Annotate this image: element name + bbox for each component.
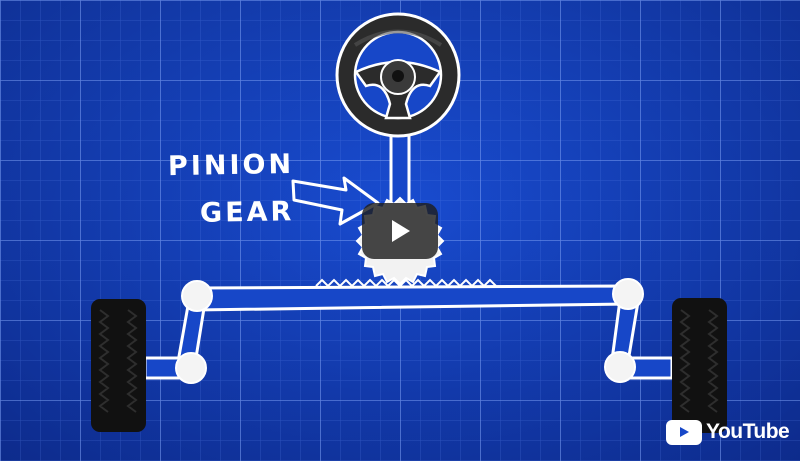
steering-wheel-icon [335, 12, 461, 138]
pinion-label: PINION [167, 148, 295, 183]
left-linkage [143, 280, 213, 384]
right-tire-icon [672, 298, 727, 433]
youtube-watermark[interactable]: YouTube [666, 418, 790, 446]
right-linkage [604, 278, 674, 383]
steering-rack [194, 278, 630, 312]
gear-label: GEAR [199, 196, 295, 229]
play-icon [392, 220, 410, 242]
left-tire-icon [91, 299, 146, 432]
play-icon [680, 426, 689, 437]
arrow-icon [291, 176, 380, 226]
youtube-logo-icon [666, 419, 702, 445]
play-button[interactable] [362, 203, 438, 259]
youtube-brand-text: YouTube [706, 420, 790, 443]
